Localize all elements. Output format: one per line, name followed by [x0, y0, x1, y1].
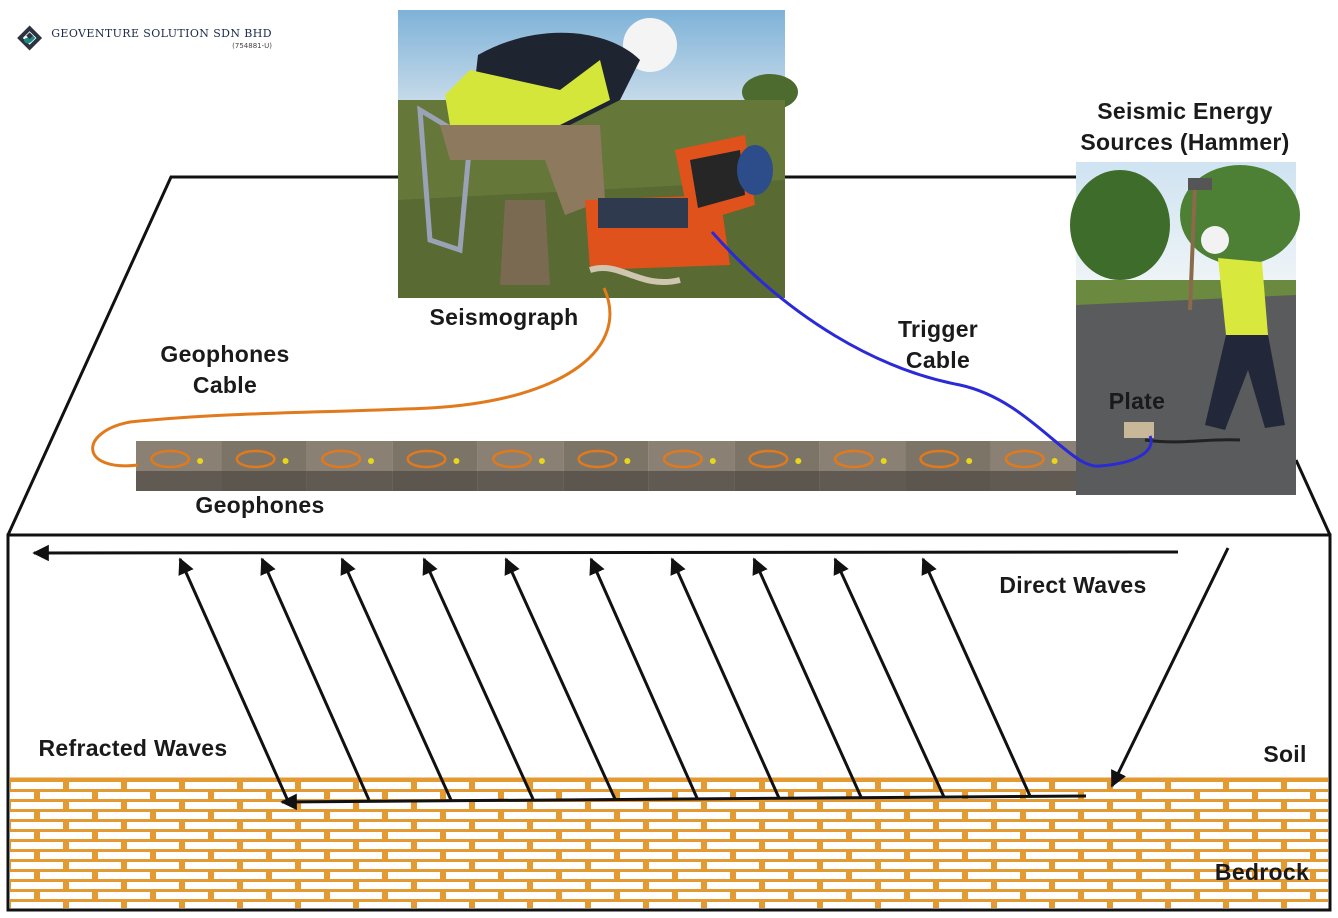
energy-source-label: Seismic Energy Sources (Hammer): [1080, 98, 1290, 155]
upgoing-ray: [752, 557, 863, 798]
upgoing-ray: [504, 557, 617, 800]
geophone-strip-photo: [136, 441, 1076, 491]
geophone-tile: [221, 441, 307, 491]
soil-label: Soil: [1263, 741, 1307, 767]
company-logo: GEOVENTURE SOLUTION SDN BHD (754881-U): [16, 12, 272, 64]
geophones-cable: [91, 287, 612, 468]
geophone-tile: [392, 441, 478, 491]
upgoing-rays: [178, 557, 1032, 802]
upgoing-ray: [921, 557, 1032, 797]
refracted-waves-label: Refracted Waves: [38, 735, 228, 761]
direct-wave-ray: [32, 544, 1179, 562]
logo-company-name: GEOVENTURE SOLUTION SDN BHD: [51, 26, 272, 40]
upgoing-ray: [340, 557, 453, 801]
seismograph-photo: [398, 10, 798, 298]
geophone-tile: [734, 441, 820, 491]
geophone-tile: [563, 441, 649, 491]
incident-ray: [1110, 547, 1230, 788]
upgoing-ray: [833, 557, 946, 798]
upgoing-ray: [260, 557, 371, 801]
trigger-cable-label: Trigger Cable: [897, 316, 979, 373]
upgoing-ray: [589, 557, 699, 799]
geoventure-logo-icon: [17, 25, 43, 51]
direct-waves-label: Direct Waves: [999, 572, 1147, 598]
geophone-tile: [136, 441, 222, 491]
seismograph-label: Seismograph: [429, 304, 579, 330]
hammer-source-photo: [1070, 162, 1300, 495]
upgoing-ray: [178, 557, 290, 802]
geophones-label: Geophones: [195, 492, 325, 518]
geophone-tile: [648, 441, 735, 491]
upgoing-ray: [670, 557, 781, 799]
geophone-tile: [990, 441, 1076, 491]
geophone-tile: [306, 441, 393, 491]
bedrock-label: Bedrock: [1214, 859, 1310, 885]
refracted-wave-ray: [280, 793, 1087, 811]
plate-label: Plate: [1108, 388, 1166, 414]
logo-registration-number: (754881-U): [232, 41, 272, 50]
geophone-tile: [477, 441, 564, 491]
geophone-tile: [905, 441, 991, 491]
ground-surface-outline: [6, 175, 1332, 536]
geophones-cable-label: Geophones Cable: [160, 341, 290, 398]
upgoing-ray: [422, 557, 535, 800]
trigger-cable: [710, 231, 1153, 468]
geophone-tile: [819, 441, 906, 491]
